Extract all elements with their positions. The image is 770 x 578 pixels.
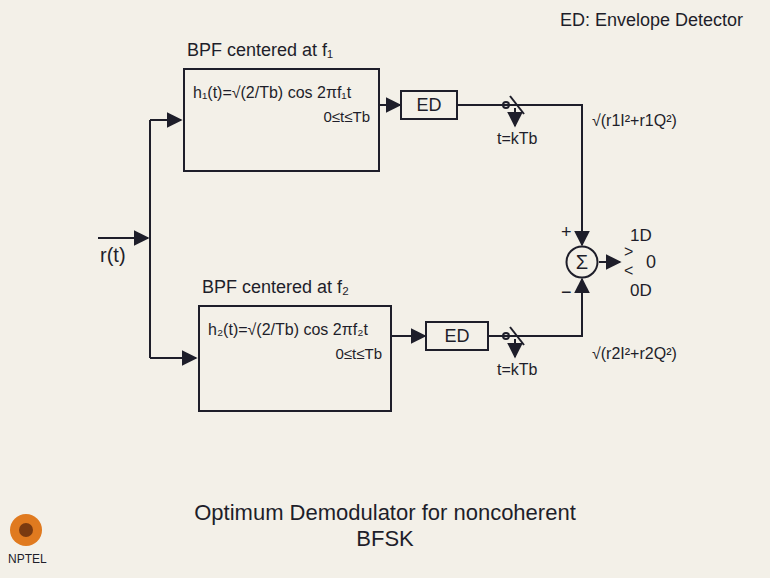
watermark: NPTEL [8,552,47,566]
sign: − [561,282,572,303]
decision-symbol: < [624,262,633,280]
input-branch [150,119,181,121]
sampling-time: t=kTb [497,130,537,148]
sum-symbol: Σ [576,251,588,274]
input-bus [149,120,151,358]
threshold: 0 [646,252,656,273]
input-branch [150,357,196,359]
envelope-detector: ED [425,321,489,351]
logo [10,514,42,546]
bandpass-filter: BPF centered at f₂h₂(t)=√(2/Tb) cos 2πf₂… [198,305,392,412]
summing-junction: Σ [565,245,599,279]
impulse-response: 0≤t≤Tb [193,108,370,125]
decision-symbol: > [624,243,633,261]
signal-name: r(t) [100,244,126,267]
impulse-response: h₂(t)=√(2/Tb) cos 2πf₂t [208,321,382,339]
logo-mark [10,514,42,546]
block-name: ED [444,326,469,347]
signal-wire [489,279,582,336]
block-name: ED [416,95,441,116]
envelope-detector: ED [400,90,458,120]
envelope-value: √(r1I²+r1Q²) [592,112,677,130]
decision-symbol: 0D [630,281,652,301]
signal-wire [392,335,425,337]
signal-wire [458,105,582,245]
impulse-response: 0≤t≤Tb [208,345,382,362]
impulse-response: h₁(t)=√(2/Tb) cos 2πf₁t [193,84,370,102]
legend-note: ED: Envelope Detector [560,10,750,31]
logo-mark [19,523,33,537]
input-arrow [98,237,148,239]
sampling-time: t=kTb [497,361,537,379]
filter-heading: BPF centered at f₁ [187,40,333,61]
sampler-arrow [514,339,516,357]
bandpass-filter: BPF centered at f₁h₁(t)=√(2/Tb) cos 2πf₁… [183,68,380,172]
junction-circle [567,247,598,278]
caption: Optimum Demodulator for noncoherent BFSK [180,500,590,552]
output-arrow [599,261,620,263]
filter-heading: BPF centered at f₂ [202,277,349,298]
sign: + [561,222,572,243]
signal-wire [380,104,400,106]
envelope-value: √(r2I²+r2Q²) [592,345,677,363]
sampler-arrow [514,108,516,126]
